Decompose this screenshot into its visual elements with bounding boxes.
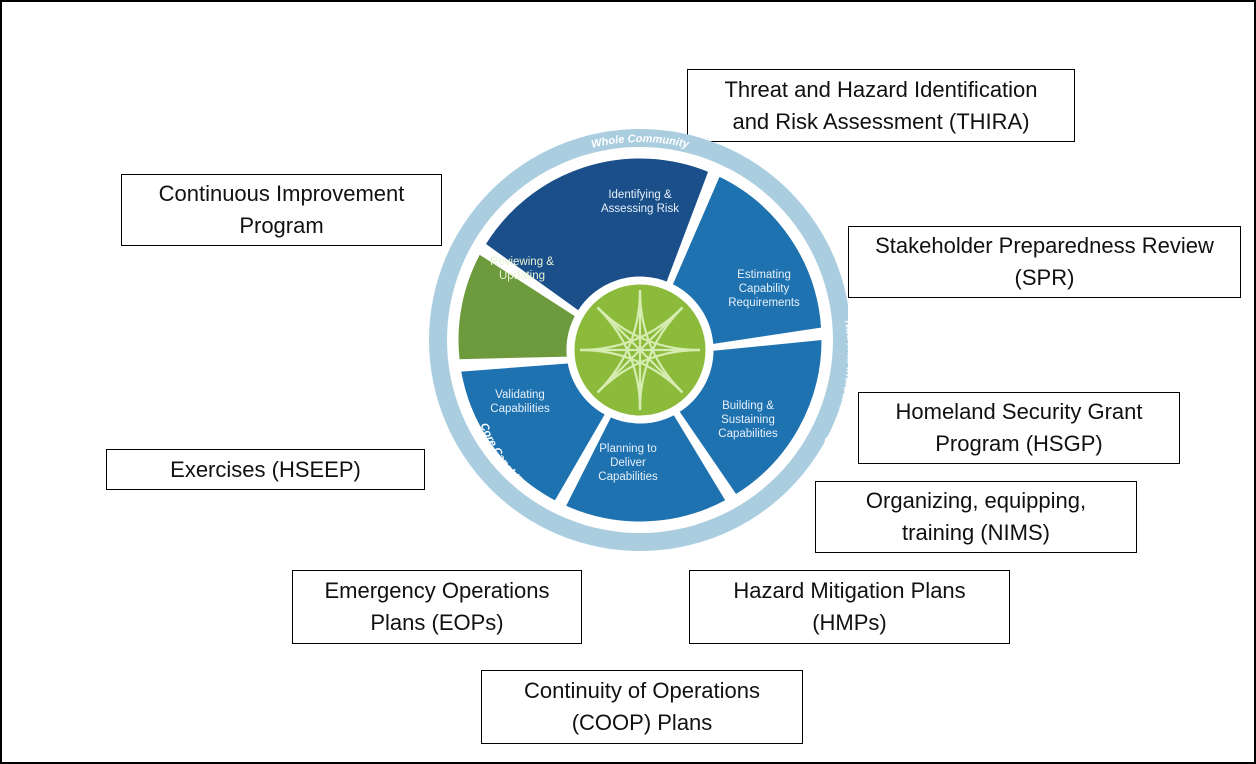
wheel-segment [457, 360, 609, 505]
eops-box: Emergency Operations Plans (EOPs) [292, 570, 582, 644]
thira-box: Threat and Hazard Identification and Ris… [687, 69, 1075, 142]
wheel-segment-label: Reviewing &Updating [490, 256, 554, 282]
wheel-segment [455, 250, 579, 363]
nims-box: Organizing, equipping, training (NIMS) [815, 481, 1137, 553]
wheel-segment [675, 336, 825, 499]
continuous-improvement-box: Continuous Improvement Program [121, 174, 442, 246]
hub-pattern-line [596, 306, 642, 411]
wheel-segment [669, 172, 825, 348]
wheel-segment [481, 155, 712, 315]
hseep-box: Exercises (HSEEP) [106, 449, 425, 490]
hsgp-box: Homeland Security Grant Program (HSGP) [858, 392, 1180, 464]
ring-label-whole-community: Whole Community [590, 133, 691, 151]
spr-box: Stakeholder Preparedness Review (SPR) [848, 226, 1241, 298]
coop-box: Continuity of Operations (COOP) Plans [481, 670, 803, 744]
hmps-box: Hazard Mitigation Plans (HMPs) [689, 570, 1010, 644]
svg-text:Whole Community: Whole Community [590, 133, 691, 151]
wheel-segment [562, 411, 730, 525]
wheel-segment-label: Identifying &Assessing Risk [601, 189, 679, 215]
